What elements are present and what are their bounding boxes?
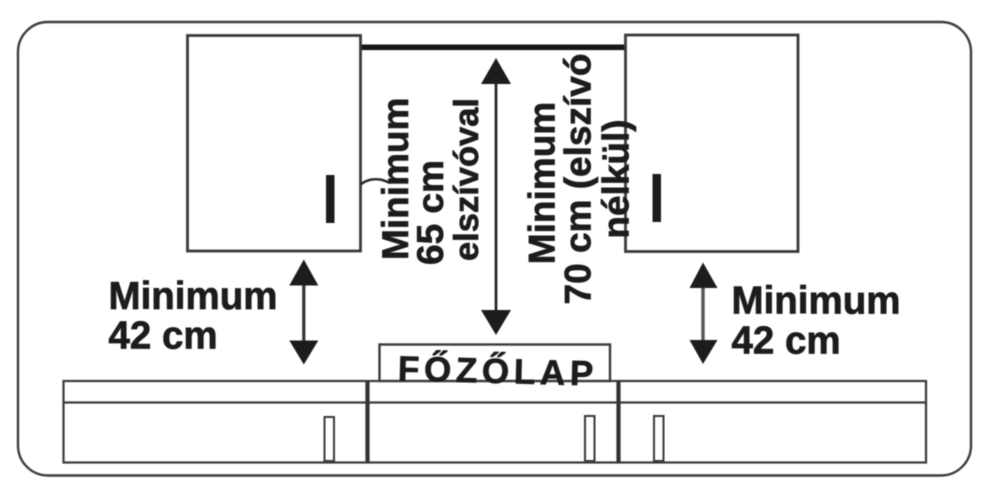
- svg-text:Minimum70 cm (elszívónélkül): Minimum70 cm (elszívónélkül): [522, 54, 637, 305]
- svg-text:Minimum65 cmelszívóval: Minimum65 cmelszívóval: [375, 98, 486, 265]
- svg-text:42 cm: 42 cm: [732, 320, 841, 363]
- svg-text:FŐZŐLAP: FŐZŐLAP: [397, 348, 598, 393]
- svg-text:Minimum: Minimum: [732, 280, 901, 323]
- svg-text:Minimum: Minimum: [109, 275, 278, 318]
- svg-text:42 cm: 42 cm: [109, 315, 218, 358]
